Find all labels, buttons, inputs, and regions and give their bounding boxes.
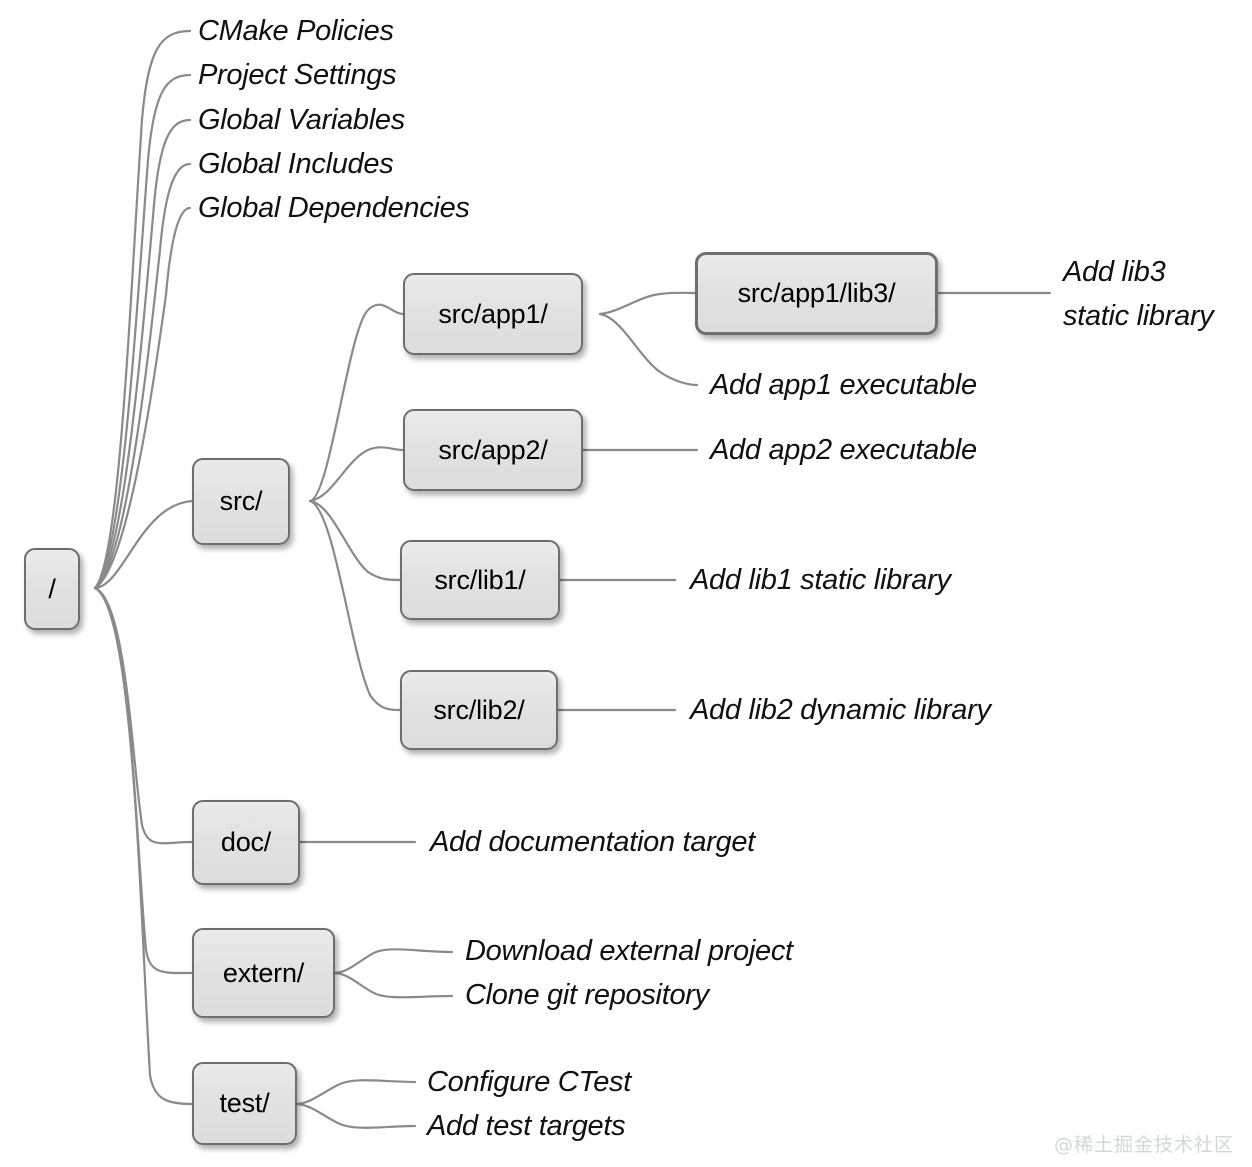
node-lib1[interactable]: src/lib1/: [400, 540, 560, 620]
edge-app1-to-lib3: [598, 291, 697, 316]
annotation-global-variables: Global Variables: [198, 104, 405, 136]
edge-test-to-add-test-targets: [295, 1102, 417, 1129]
node-doc[interactable]: doc/: [192, 800, 300, 885]
edge-root-to-global-dependencies: [93, 206, 192, 590]
edge-root-to-src: [93, 499, 194, 590]
node-root[interactable]: /: [24, 548, 80, 630]
edge-app1-to-add-app1: [598, 312, 699, 387]
node-label-app2: src/app2/: [438, 434, 548, 465]
edge-root-to-global-variables: [93, 118, 192, 590]
node-label-lib2: src/lib2/: [433, 694, 525, 725]
edge-root-to-global-includes: [93, 162, 192, 590]
node-label-test: test/: [219, 1088, 270, 1118]
edge-root-to-extern: [93, 586, 194, 975]
edge-root-to-doc: [93, 586, 194, 845]
annotation-global-dependencies: Global Dependencies: [198, 192, 470, 224]
node-label-lib3: src/app1/lib3/: [737, 278, 896, 308]
annotation-add-lib3: Add lib3 static library: [1063, 256, 1214, 332]
annotation-add-lib2: Add lib2 dynamic library: [690, 694, 991, 726]
node-label-app1: src/app1/: [438, 298, 548, 329]
annotation-add-test-targets: Add test targets: [427, 1110, 626, 1142]
node-test[interactable]: test/: [192, 1062, 297, 1145]
annotation-add-app1: Add app1 executable: [710, 369, 977, 401]
node-label-doc: doc/: [220, 827, 272, 857]
node-label-src: src/: [219, 486, 263, 516]
annotation-project-settings: Project Settings: [198, 59, 397, 91]
node-src[interactable]: src/: [192, 458, 290, 545]
node-lib3[interactable]: src/app1/lib3/: [695, 252, 938, 335]
node-app1[interactable]: src/app1/: [403, 273, 583, 355]
edge-root-to-cmake-policies: [93, 29, 192, 590]
annotation-global-includes: Global Includes: [198, 148, 394, 180]
edge-root-to-test: [93, 586, 194, 1106]
edge-src-to-lib2: [308, 499, 402, 712]
node-app2[interactable]: src/app2/: [403, 409, 583, 491]
edge-src-to-app1: [308, 303, 405, 503]
node-extern[interactable]: extern/: [192, 928, 335, 1018]
edge-extern-to-clone-git: [333, 971, 454, 999]
annotation-cmake-policies: CMake Policies: [198, 15, 394, 47]
edge-src-to-app2: [308, 446, 405, 503]
edge-src-to-lib1: [308, 499, 402, 582]
edge-test-to-configure-ctest: [295, 1079, 417, 1106]
node-label-lib1: src/lib1/: [434, 564, 526, 595]
edge-extern-to-download-external: [333, 948, 454, 975]
annotation-download-external: Download external project: [465, 935, 793, 967]
annotation-configure-ctest: Configure CTest: [427, 1066, 631, 1098]
annotation-add-doc: Add documentation target: [430, 826, 755, 858]
watermark: @稀土掘金技术社区: [1053, 1134, 1234, 1156]
node-label-extern: extern/: [222, 957, 305, 988]
edge-root-to-project-settings: [93, 73, 192, 590]
annotation-add-lib1: Add lib1 static library: [690, 564, 951, 596]
node-label-root: /: [48, 573, 56, 604]
annotation-add-app2: Add app2 executable: [710, 434, 977, 466]
annotation-clone-git: Clone git repository: [465, 979, 709, 1011]
node-lib2[interactable]: src/lib2/: [400, 670, 558, 750]
